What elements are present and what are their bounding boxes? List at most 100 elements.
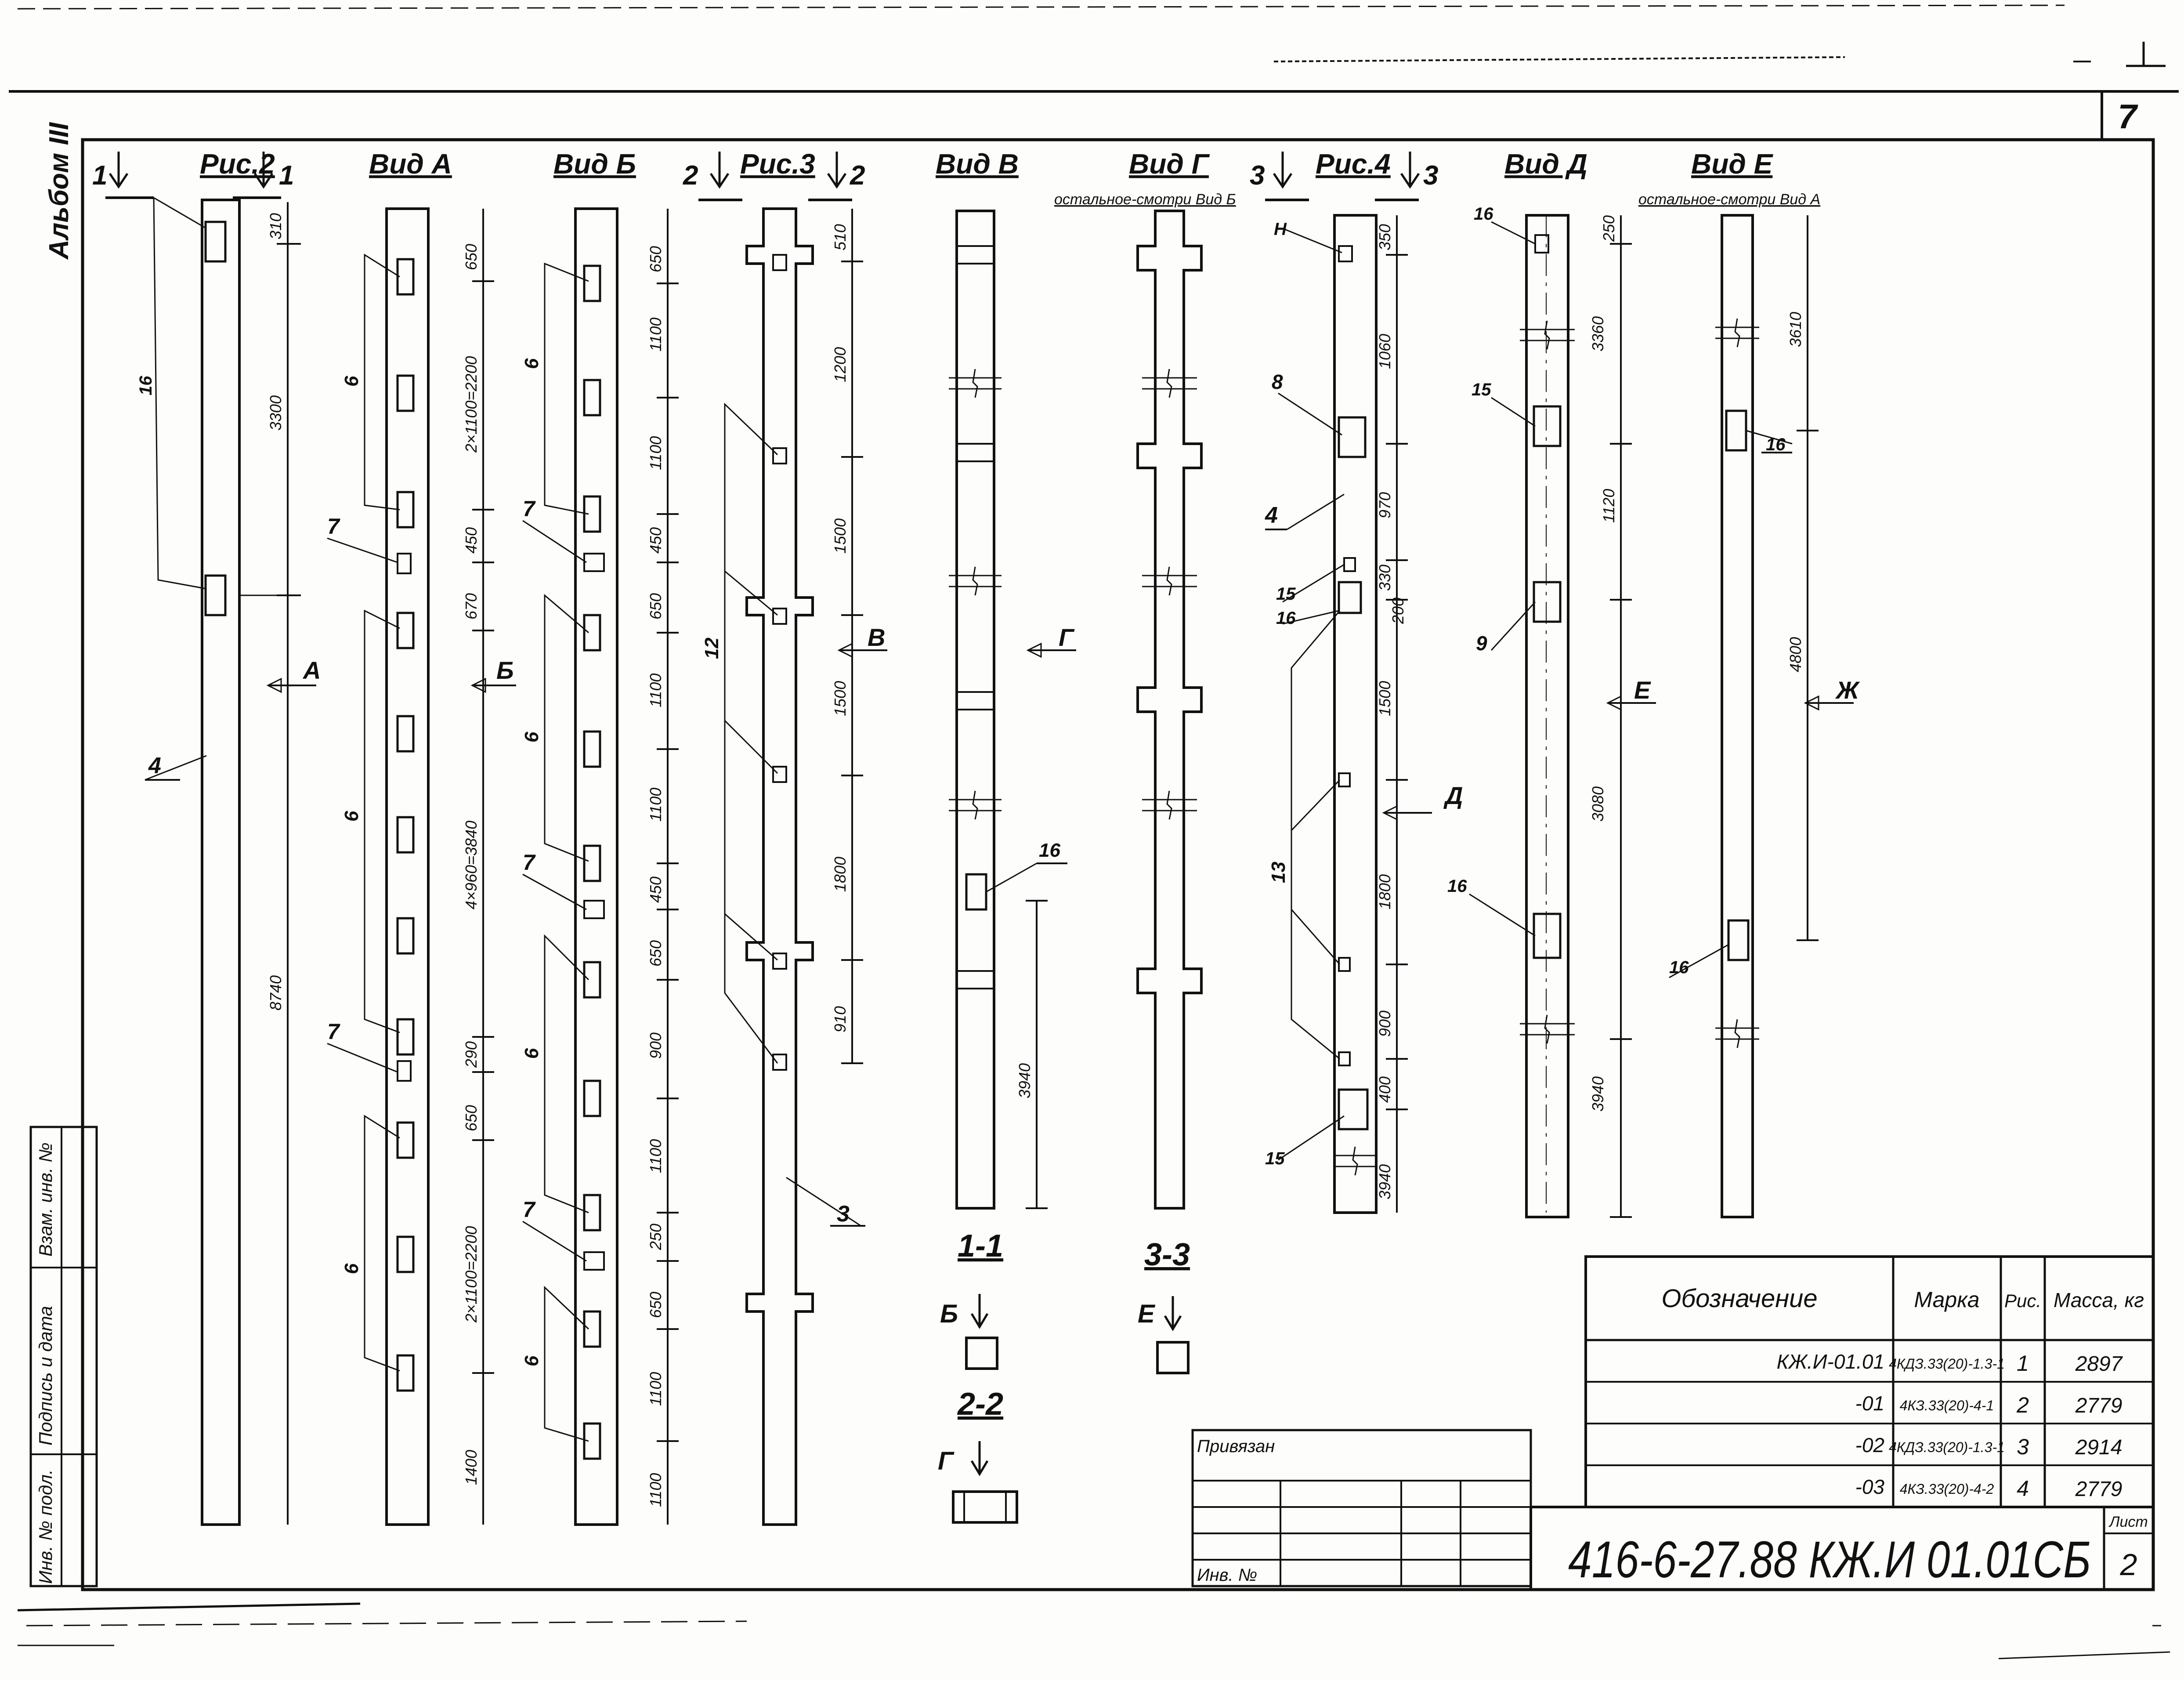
view-b-dim-9: 900	[647, 1033, 665, 1059]
view-e-dim-0: 3610	[1786, 312, 1804, 347]
view-a-dim-7: 2×1100=2200	[462, 1226, 480, 1323]
section-2-2-title: 2-2	[957, 1387, 1003, 1422]
view-b-callout-6d: 6	[521, 1355, 542, 1366]
view-a-callout-6b: 6	[341, 811, 362, 822]
fig2-callout-4: 4	[148, 753, 161, 779]
fig4-dim-6: 1800	[1376, 874, 1394, 909]
view-b-dim-6: 1100	[647, 788, 665, 822]
stamp-replacement-label: Взам. инв. №	[35, 1142, 56, 1257]
view-a: Вид А 650 2×1100=2200 450 670 4×960=3840…	[327, 148, 516, 1526]
table-row-1-fig: 2	[2016, 1393, 2029, 1417]
fig2-dim-top: 310	[267, 213, 285, 239]
view-b-dim-4: 650	[647, 593, 665, 620]
table-row-1-designation: -01	[1855, 1392, 1884, 1415]
view-v-callout-16: 16	[1039, 840, 1060, 861]
sheet-number: 2	[2120, 1547, 2137, 1582]
view-b-callout-6a: 6	[521, 358, 542, 369]
view-b-callout-7b: 7	[523, 850, 536, 875]
view-b-dim-14: 1100	[647, 1473, 665, 1507]
view-fig4: Рис.4 3 3 350 1060 970 330 200 1500 1800…	[1250, 148, 1463, 1214]
fig4-dim-7: 900	[1376, 1011, 1394, 1037]
view-b-dim-1: 1100	[647, 318, 665, 351]
fig4-callout-4: 4	[1265, 503, 1278, 528]
binding-block: Привязан Инв. №	[1191, 1429, 1532, 1587]
view-g-title: Вид Г	[1129, 148, 1210, 180]
view-a-dim-1: 2×1100=2200	[462, 356, 480, 453]
fig4-dim-2: 970	[1376, 492, 1394, 518]
fig4-callout-16: 16	[1276, 609, 1296, 628]
fig4-dim-3: 330	[1376, 565, 1394, 591]
page-number: 7	[2118, 97, 2138, 136]
view-d-dim-1: 3360	[1589, 316, 1607, 351]
fig4-arrow-label: Д	[1443, 782, 1463, 809]
view-b-dim-10: 1100	[647, 1139, 665, 1173]
inv-no-label: Инв. №	[1197, 1565, 1257, 1585]
view-a-callout-6c: 6	[341, 1263, 362, 1274]
view-a-arrow-label: Б	[496, 656, 514, 684]
table-row-2-mass: 2914	[2075, 1436, 2123, 1459]
section-3-3-arrow-label: Е	[1138, 1300, 1156, 1328]
view-a-dim-0: 650	[462, 244, 480, 270]
view-d-arrow-label: Е	[1634, 676, 1651, 704]
view-e-callout-16b: 16	[1669, 958, 1689, 977]
table-row-2-designation: -02	[1855, 1434, 1884, 1456]
scan-artifact-top	[17, 4, 2166, 67]
fig4-callout-15b: 15	[1265, 1149, 1285, 1168]
view-fig2: Рис.2 1 1 310 3300 8740 16 4 А	[92, 148, 321, 1526]
view-e-callout-16a: 16	[1766, 435, 1786, 454]
view-fig4-title: Рис.4	[1316, 148, 1391, 180]
fig3-dim-0: 510	[831, 224, 849, 250]
view-d-callout-16a: 16	[1474, 204, 1493, 224]
view-a-dim-6: 650	[462, 1105, 480, 1131]
view-a-dim-8: 1400	[462, 1450, 480, 1485]
section-1-1: 1-1 Б	[940, 1228, 1003, 1370]
view-d-callout-9: 9	[1476, 632, 1487, 655]
section-1-1-arrow-label: Б	[940, 1300, 958, 1328]
view-d: Вид Д 250 3360 1120 3080 3940 16 15 9 16…	[1447, 148, 1656, 1218]
cut-2-left: 2	[683, 160, 698, 191]
table-row-0-fig: 1	[2017, 1351, 2029, 1376]
table-row-3-fig: 4	[2017, 1476, 2029, 1501]
view-g: Вид Г остальное-смотри Вид Б	[1054, 148, 1236, 1210]
view-a-callout-6a: 6	[341, 376, 362, 387]
view-b-dim-2: 1100	[647, 436, 665, 470]
view-b-dim-12: 650	[647, 1292, 665, 1318]
binding-label: Привязан	[1197, 1437, 1275, 1456]
view-b-callout-6c: 6	[521, 1048, 542, 1059]
fig2-dim-total: 8740	[267, 975, 285, 1011]
fig4-dim-1: 1060	[1376, 334, 1394, 369]
table-row-3-mass: 2779	[2075, 1478, 2123, 1501]
view-b-dim-3: 450	[647, 527, 665, 554]
fig3-dim-3: 1500	[831, 681, 849, 716]
cut-1-left: 1	[92, 160, 107, 191]
scan-artifact-bottom	[17, 1602, 2170, 1659]
view-v-title: Вид В	[936, 148, 1019, 180]
title-strip: 416-6-27.88 КЖ.И 01.01СБ Лист 2	[1530, 1506, 2155, 1591]
view-a-callout-7a: 7	[327, 514, 340, 539]
view-b-dim-8: 650	[647, 940, 665, 967]
fig3-dim-1: 1200	[831, 347, 849, 382]
view-b-dim-7: 450	[647, 877, 665, 903]
section-3-3-title: 3-3	[1144, 1237, 1190, 1272]
fig4-dim-5: 1500	[1376, 681, 1394, 716]
fig3-dim-4: 1800	[831, 857, 849, 892]
table-row-1-mark: 4КЗ.33(20)-4-1	[1900, 1398, 1994, 1413]
section-3-3: 3-3 Е	[1138, 1237, 1190, 1374]
section-1-1-title: 1-1	[958, 1228, 1003, 1264]
album-label: Альбом III	[44, 122, 74, 260]
table-row-2-mark: 4КДЗ.33(20)-1.3-1	[1889, 1439, 2005, 1455]
table-row-1-mass: 2779	[2075, 1394, 2123, 1417]
view-g-subtitle: остальное-смотри Вид Б	[1054, 191, 1236, 208]
view-d-callout-15: 15	[1472, 380, 1491, 399]
view-e: Вид Е остальное-смотри Вид А 3610 4800 1…	[1638, 148, 1860, 1218]
fig4-callout-8: 8	[1272, 370, 1283, 393]
fig4-callout-15a: 15	[1276, 584, 1296, 604]
view-fig3-title: Рис.3	[740, 148, 815, 180]
view-a-dim-4: 4×960=3840	[462, 821, 480, 909]
cut-3-left: 3	[1250, 160, 1265, 191]
table-header-mass: Масса, кг	[2054, 1289, 2144, 1311]
view-b-dim-13: 1100	[647, 1372, 665, 1406]
fig3-callout-3: 3	[837, 1201, 850, 1227]
